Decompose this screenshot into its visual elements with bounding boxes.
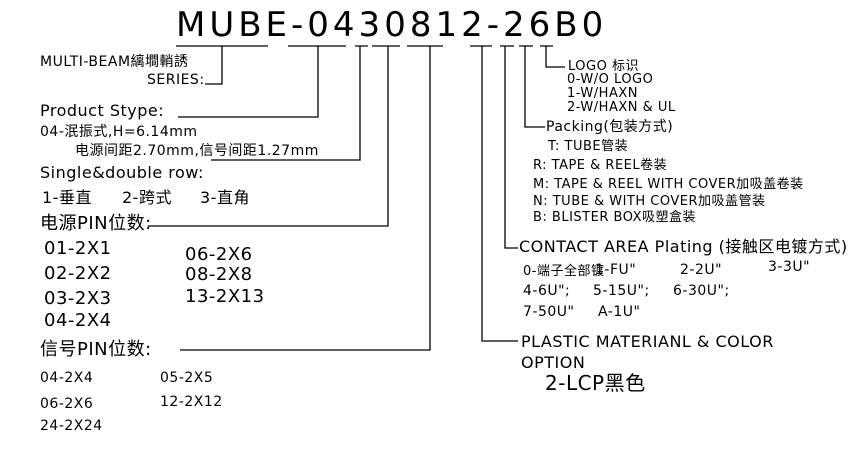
series-label: MULTI-BEAM縭墹輎誘 [40,54,189,70]
power-pin-option: 02-2X2 [44,263,112,284]
row-option: 1-垂直 [42,188,92,207]
product-type-line2: 电源间距2.70mm,信号间距1.27mm [75,143,319,159]
power-pin-option: 04-2X4 [44,310,112,331]
plating-option: 0-端子全部镀 [523,264,605,279]
plating-option: 4-6U"; [523,283,571,299]
material-value: 2-LCP黑色 [545,371,646,395]
logo-option: 2-W/HAXN & UL [567,100,676,115]
row-option: 2-跨式 [122,188,172,207]
plating-header: CONTACT AREA Plating (接触区电镀方式) [519,237,848,256]
signal-pin-option: 24-2X24 [40,418,103,434]
material-header: PLASTIC MATERIANL & COLOR [521,332,774,351]
logo-option: 1-W/HAXN [567,86,638,101]
leader-row [211,45,368,161]
signal-pin-option: 06-2X6 [40,396,94,412]
row-option: 3-直角 [200,188,250,207]
signal-pin-option: 12-2X12 [160,394,223,410]
power-pin-option: 06-2X6 [185,244,253,265]
leader-product-type [178,45,346,118]
logo-option: 0-W/O LOGO [567,72,654,87]
leader-packing [519,45,545,128]
packing-header: Packing(包装方式) [546,119,674,135]
leader-signal-pin [180,45,443,351]
plating-option: 2-2U" [680,262,723,278]
packing-option: T: TUBE管装 [548,139,629,154]
packing-option: B: BLISTER BOX吸塑盒装 [533,210,696,225]
power-pin-header: 电源PIN位数: [40,213,152,234]
packing-option: N: TUBE & WITH COVER加吸盖管装 [533,194,766,209]
power-pin-option: 08-2X8 [185,264,253,285]
leader-series [176,45,268,85]
plating-option: A-1U" [598,304,641,320]
plating-option: 7-50U" [523,304,575,320]
series-sub-label: SERIES: [147,72,205,88]
plating-option: 5-15U"; [593,283,650,299]
packing-option: R: TAPE & REEL卷装 [533,158,668,173]
part-number: MUBE-0430812-26B0 [176,5,608,45]
leader-logo [540,45,565,68]
power-pin-option: 03-2X3 [44,288,112,309]
signal-pin-option: 05-2X5 [160,370,214,386]
product-type-header: Product Stype: [40,101,165,120]
plating-option: 3-3U" [768,259,811,275]
logo-header: LOGO 标识 [568,59,639,74]
signal-pin-header: 信号PIN位数: [40,339,152,360]
plating-option: 6-30U"; [673,283,730,299]
packing-option: M: TAPE & REEL WITH COVER加吸盖卷装 [533,177,804,192]
power-pin-option: 01-2X1 [44,238,112,259]
power-pin-option: 13-2X13 [185,286,265,307]
leader-power-pin [148,45,400,227]
signal-pin-option: 04-2X4 [40,370,94,386]
product-type-line1: 04-泯振式,H=6.14mm [40,124,198,140]
plating-option: 1-FU" [595,262,637,278]
material-header-cont: OPTION [521,353,586,372]
leader-material [470,45,518,342]
leader-plating [500,45,518,249]
row-header: Single&double row: [40,163,204,182]
